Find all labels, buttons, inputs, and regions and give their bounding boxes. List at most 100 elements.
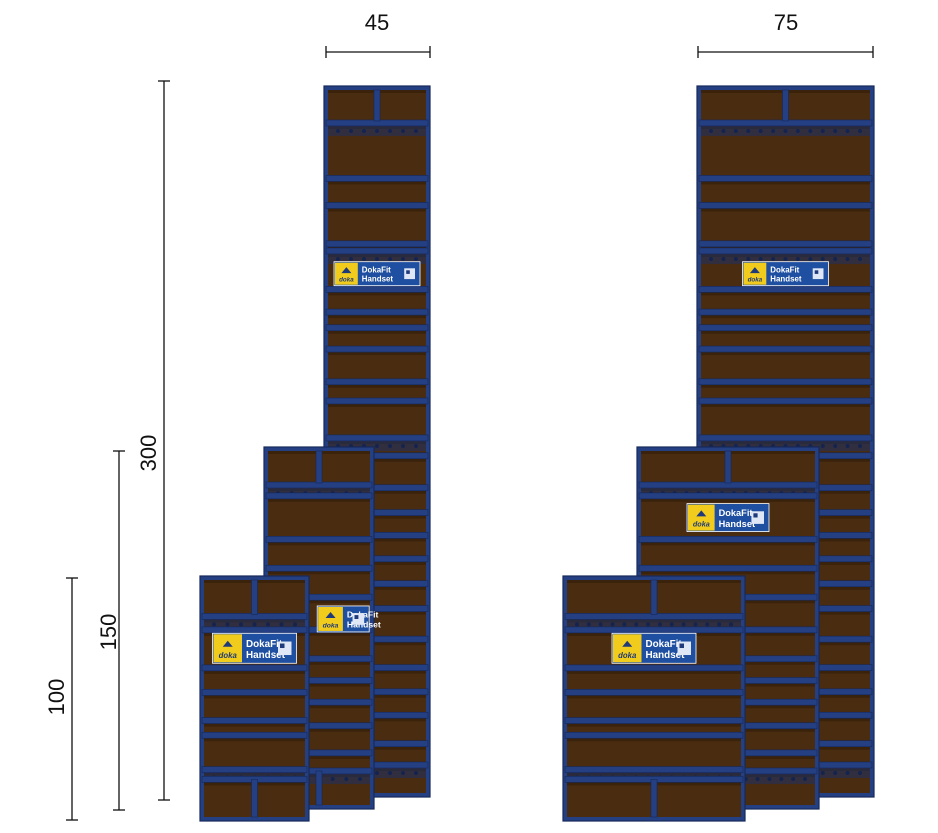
doka-logo-icon	[325, 612, 336, 619]
plywood-shadow	[328, 642, 426, 646]
plywood-field	[701, 208, 870, 241]
plywood-shadow	[641, 571, 815, 575]
cross-rail	[698, 202, 873, 209]
cross-rail	[201, 689, 308, 696]
cross-rail	[325, 308, 429, 316]
plywood-shadow	[328, 515, 426, 519]
cross-rail	[698, 397, 873, 405]
doka-brand-text: doka	[693, 520, 710, 529]
label-line2: Handset	[246, 650, 286, 661]
plywood-shadow	[268, 705, 370, 709]
plywood-shadow	[268, 728, 370, 732]
doka-logo-icon	[749, 267, 760, 274]
cross-rail	[201, 717, 308, 724]
plywood-shadow	[328, 246, 426, 248]
cross-rail	[698, 240, 873, 248]
cross-rail	[325, 240, 429, 248]
hole-strip	[328, 125, 426, 136]
cross-rail	[201, 731, 308, 739]
vertical-stiffener	[373, 89, 381, 122]
doka-logo-badge	[743, 262, 767, 285]
plywood-shadow	[701, 330, 870, 334]
plywood-shadow	[701, 352, 870, 356]
plywood-field	[328, 352, 426, 379]
plywood-shadow	[701, 181, 870, 185]
plywood-field	[567, 738, 741, 767]
label-line2: Handset	[719, 519, 755, 529]
qr-code-block	[814, 270, 819, 274]
hole-strip	[328, 440, 426, 451]
plywood-field	[701, 352, 870, 379]
cross-rail	[325, 324, 429, 332]
hole-strip	[328, 253, 426, 264]
hole-strip	[701, 253, 870, 264]
plywood-shadow	[701, 315, 870, 319]
qr-code-block	[280, 643, 285, 649]
cross-rail	[698, 247, 873, 255]
label-line1: DokaFit	[770, 266, 799, 275]
qr-code-block	[679, 643, 684, 649]
cross-rail	[564, 664, 744, 672]
plywood-shadow	[328, 611, 426, 615]
cross-rail	[265, 492, 373, 500]
plywood-shadow	[204, 695, 305, 699]
doka-logo-badge	[335, 262, 358, 285]
plywood-shadow	[567, 670, 741, 674]
doka-logo-icon	[696, 510, 707, 517]
label-line1: DokaFit	[362, 266, 391, 275]
cross-rail	[698, 308, 873, 316]
plywood-shadow	[328, 718, 426, 722]
cross-rail	[265, 536, 373, 543]
plywood-shadow	[268, 683, 370, 687]
dimension-75: 75	[697, 10, 874, 58]
cross-rail	[638, 564, 818, 572]
plywood-shadow	[701, 246, 870, 248]
plywood-shadow	[268, 632, 370, 636]
vertical-stiffener	[650, 779, 658, 818]
cross-rail	[325, 175, 429, 182]
qr-code-block	[406, 270, 410, 274]
doka-logo-badge	[318, 606, 343, 631]
plywood-shadow	[641, 542, 815, 546]
plywood-field	[567, 723, 741, 733]
plywood-field	[567, 695, 741, 718]
dimension-100-label: 100	[44, 679, 69, 716]
hole-strip	[701, 440, 870, 451]
dimension-45: 45	[325, 10, 431, 58]
cross-rail	[698, 324, 873, 332]
plywood-field	[328, 403, 426, 435]
dimension-45-label: 45	[365, 10, 389, 35]
plywood-shadow	[641, 498, 815, 502]
cross-rail	[201, 626, 308, 634]
plywood-field	[567, 670, 741, 690]
plywood-shadow	[328, 746, 426, 750]
plywood-shadow	[328, 670, 426, 674]
doka-logo-badge	[688, 504, 715, 531]
dimension-300-label: 300	[136, 435, 161, 472]
cross-rail	[325, 434, 429, 442]
cross-rail	[325, 286, 429, 293]
plywood-shadow	[701, 292, 870, 296]
plywood-field	[701, 292, 870, 310]
vertical-stiffener	[315, 770, 323, 806]
plywood-field	[268, 542, 370, 566]
dimension-300: 300	[136, 80, 170, 801]
doka-logo-badge	[613, 634, 642, 663]
doka-brand-text: doka	[219, 651, 238, 660]
vertical-stiffener	[650, 579, 658, 615]
plywood-shadow	[328, 315, 426, 319]
plywood-shadow	[268, 542, 370, 546]
plywood-field	[701, 181, 870, 203]
plywood-shadow	[204, 738, 305, 742]
label-line1: DokaFit	[646, 639, 683, 650]
doka-logo-icon	[222, 640, 233, 647]
plywood-field	[328, 315, 426, 325]
plywood-shadow	[328, 384, 426, 388]
doka-brand-text: doka	[323, 622, 339, 629]
plywood-shadow	[268, 498, 370, 502]
